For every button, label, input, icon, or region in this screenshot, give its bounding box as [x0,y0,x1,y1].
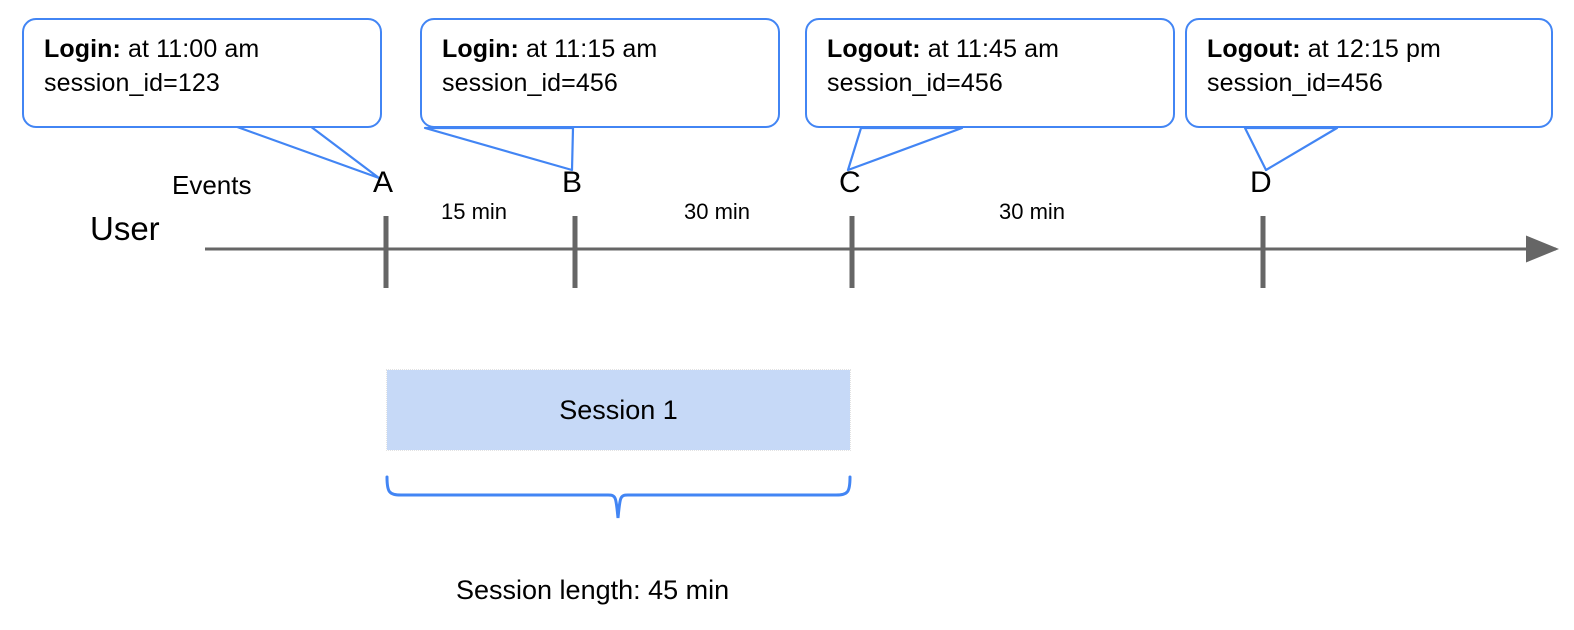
callout-c-event: Logout: [827,35,921,63]
callout-b-event: Login: [442,35,519,63]
callout-tail-b [423,126,575,172]
callout-b-time: at 11:15 am [526,35,658,63]
row-label-user: User [90,210,160,247]
callout-c-line1: Logout: at 11:45 am [827,32,1157,66]
callout-b-session: session_id=456 [442,69,618,97]
tick-label-a: A [373,166,394,199]
callout-a-time: at 11:00 am [128,35,260,63]
callout-b-line1: Login: at 11:15 am [442,32,762,66]
session-brace [385,475,852,519]
tick-label-b: B [562,166,583,199]
callout-a-session: session_id=123 [44,69,220,97]
interval-label-cd: 30 min [999,199,1066,224]
callout-d-session: session_id=456 [1207,69,1383,97]
callout-tail-a [227,122,381,180]
session-length-caption: Session length: 45 min [456,575,730,605]
callout-c-time: at 11:45 am [927,35,1060,63]
events-label: Events [172,170,252,200]
callout-a-event: Login: [44,35,121,63]
callout-a-line1: Login: at 11:00 am [44,32,364,66]
tick-label-c: C [839,166,861,199]
callout-c[interactable]: Logout: at 11:45 am session_id=456 [805,18,1175,128]
callout-d-line1: Logout: at 12:15 pm [1207,32,1535,66]
callout-tail-c [846,126,964,172]
callout-d[interactable]: Logout: at 12:15 pm session_id=456 [1185,18,1553,128]
session-bar[interactable]: Session 1 [386,369,851,451]
callout-d-event: Logout: [1207,35,1301,63]
callout-tail-d [1243,126,1339,172]
callout-c-session: session_id=456 [827,69,1003,97]
session-bar-label: Session 1 [559,394,678,425]
tick-label-d: D [1250,166,1272,199]
interval-label-bc: 30 min [684,199,751,224]
callout-b[interactable]: Login: at 11:15 am session_id=456 [420,18,780,128]
interval-label-ab: 15 min [441,199,508,224]
callout-a[interactable]: Login: at 11:00 am session_id=123 [22,18,382,128]
callout-d-time: at 12:15 pm [1307,35,1441,63]
